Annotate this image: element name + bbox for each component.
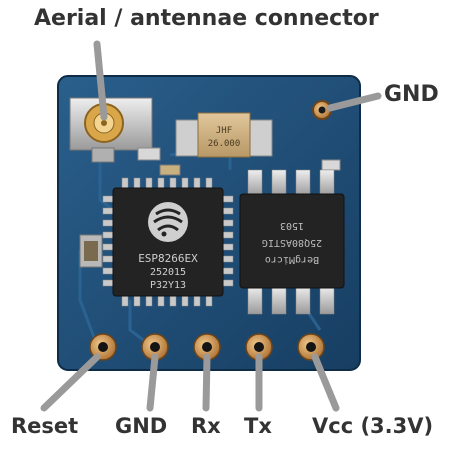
pointer-lines: [40, 40, 382, 412]
smd-capacitors: [79, 147, 341, 268]
pointer-antenna: [93, 40, 108, 121]
pin-pad-vcc: [297, 333, 325, 361]
chip-lot-label: 252015: [150, 267, 186, 278]
gnd-pin-label: GND: [115, 414, 168, 438]
flash-maker-label: BergMicro: [265, 254, 319, 265]
antenna-connector: [69, 97, 153, 163]
esp8266-chip: [102, 177, 234, 307]
tx-pin-label: Tx: [244, 414, 272, 438]
flash-chip: [239, 169, 345, 315]
rx-pin-label: Rx: [191, 414, 221, 438]
crystal-label-1: JHF: [216, 126, 232, 136]
flash-part-label: 25Q80ASTIG: [262, 237, 322, 248]
pin-pad-gnd: [141, 333, 169, 361]
chip-model-label: ESP8266EX: [138, 252, 198, 265]
chip-date-label: P32Y13: [150, 280, 186, 291]
espressif-logo-icon: [148, 202, 188, 242]
reset-pin-label: Reset: [11, 414, 79, 438]
vcc-pin-label: Vcc (3.3V): [312, 414, 434, 438]
pin-pads: [89, 333, 325, 361]
gnd-top-label: GND: [384, 82, 439, 107]
antenna-connector-label: Aerial / antennae connector: [34, 6, 379, 31]
pointer-reset: [40, 353, 101, 412]
pin-pad-reset: [89, 333, 117, 361]
pointer-gnd-top: [326, 92, 382, 112]
crystal-label-2: 26.000: [208, 139, 241, 149]
pointer-gnd-bottom: [146, 353, 159, 412]
crystal-oscillator: [175, 112, 273, 158]
pointer-rx: [202, 353, 211, 412]
flash-date-label: 1503: [280, 220, 304, 231]
pointer-vcc: [311, 353, 340, 412]
